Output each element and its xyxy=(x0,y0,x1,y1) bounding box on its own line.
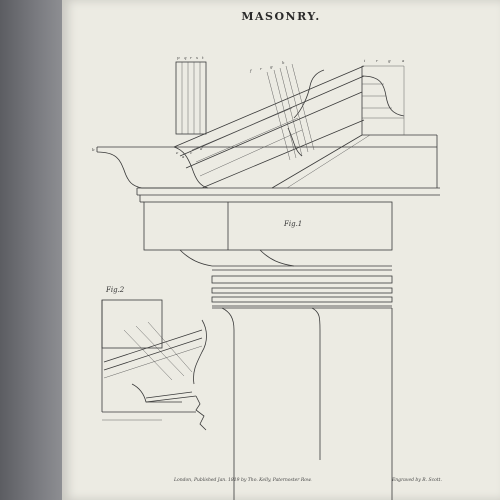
svg-text:c: c xyxy=(190,150,193,155)
svg-text:a: a xyxy=(402,58,405,63)
engraver-credit: Engraved by R. Scott. xyxy=(392,478,442,483)
svg-text:q: q xyxy=(184,55,187,60)
svg-text:t: t xyxy=(202,55,204,60)
reference-letters: p q r s t f r g h i r g a b e a c d xyxy=(92,55,405,159)
svg-text:p: p xyxy=(177,55,180,60)
svg-text:b: b xyxy=(92,147,95,152)
fig1-label: Fig.1 xyxy=(284,220,303,228)
svg-text:g: g xyxy=(388,58,391,63)
plate-title: MASONRY. xyxy=(241,10,321,23)
architectural-drawing: p q r s t f r g h i r g a b e a c d xyxy=(92,55,440,500)
svg-text:f: f xyxy=(249,68,253,73)
svg-text:r: r xyxy=(260,66,263,71)
plate-page: MASONRY. xyxy=(62,0,500,500)
svg-text:s: s xyxy=(196,55,198,60)
frieze-block xyxy=(139,195,393,251)
svg-text:e: e xyxy=(176,150,179,155)
cornice-fig1 xyxy=(96,146,440,196)
fig2-label: Fig.2 xyxy=(106,286,125,294)
svg-text:g: g xyxy=(270,64,273,69)
svg-text:r: r xyxy=(376,58,379,63)
publisher-imprint: London, Published Jan. 1819 by Tho. Kell… xyxy=(174,478,312,483)
svg-text:d: d xyxy=(200,146,203,151)
svg-text:h: h xyxy=(282,60,285,65)
capital xyxy=(179,249,393,309)
raking-moulding xyxy=(173,65,438,189)
book-binding xyxy=(0,0,62,500)
projection-lines xyxy=(191,63,404,177)
svg-text:i: i xyxy=(364,58,366,63)
column-shafts xyxy=(221,307,393,500)
svg-text:a: a xyxy=(182,154,185,159)
fig2-drawing xyxy=(101,299,207,431)
upper-shaft xyxy=(175,61,207,135)
svg-text:r: r xyxy=(190,55,193,60)
